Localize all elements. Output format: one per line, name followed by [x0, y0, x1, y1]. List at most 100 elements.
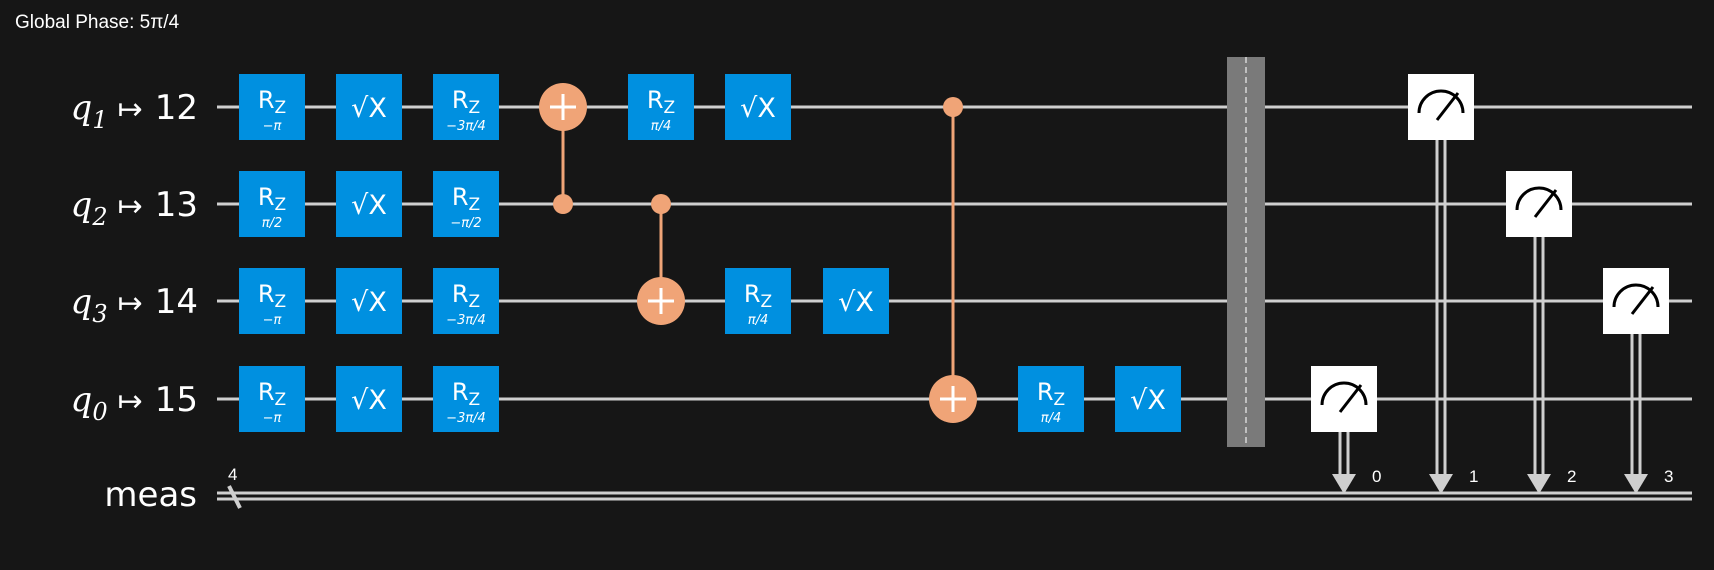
rz-gate-param: −π: [263, 313, 282, 328]
meter-arc-icon: [1515, 186, 1563, 211]
measure-box: [1408, 74, 1474, 140]
measure-arrow-icon: [1429, 474, 1453, 494]
rz-main: R: [258, 183, 275, 211]
qubit-index: 0: [92, 398, 107, 426]
rz-gate: RZπ/4: [628, 74, 694, 140]
qubit-name: q: [71, 185, 93, 225]
sx-gate: √X: [725, 74, 791, 140]
qubit-label: q0↦15: [71, 380, 198, 426]
rz-sub: Z: [469, 292, 481, 312]
rz-gate: RZπ/4: [1018, 366, 1084, 432]
rz-gate-label: RZ: [452, 280, 480, 312]
rz-sub: Z: [469, 98, 481, 118]
rz-gate: RZ−3π/4: [433, 74, 499, 140]
rz-gate: RZ−π: [239, 366, 305, 432]
rz-main: R: [258, 86, 275, 114]
qubit-name: q: [71, 282, 93, 322]
qubit-index: 2: [91, 203, 107, 231]
measure-arrow-icon: [1332, 474, 1356, 494]
mapping-arrow: ↦: [118, 92, 143, 127]
sqrt-symbol: √: [351, 190, 369, 221]
sqrt-symbol: √: [351, 287, 369, 318]
gate-box: [239, 268, 305, 334]
measure-bit-label: 0: [1372, 467, 1381, 486]
mapping-arrow: ↦: [118, 286, 143, 321]
classical-register: meas 4: [104, 465, 1692, 515]
rz-gate-param: π/4: [748, 313, 768, 328]
mapping-arrow: ↦: [118, 384, 143, 419]
rz-gate-param: −π/2: [450, 216, 481, 231]
measure-gate: [1603, 268, 1669, 334]
rz-gate: RZ−π: [239, 268, 305, 334]
measure-box: [1311, 366, 1377, 432]
gate-box: [725, 268, 791, 334]
meter-needle-icon: [1630, 286, 1655, 315]
rz-main: R: [258, 378, 275, 406]
rz-main: R: [452, 378, 469, 406]
measure-gate: [1408, 74, 1474, 140]
measure-box: [1506, 171, 1572, 237]
rz-gate-param: −3π/4: [446, 313, 486, 328]
rz-sub: Z: [275, 292, 287, 312]
gate-box: [239, 171, 305, 237]
rz-gate-param: π/2: [262, 216, 282, 231]
rz-main: R: [452, 86, 469, 114]
physical-qubit: 15: [155, 380, 198, 420]
sx-gate: √X: [336, 74, 402, 140]
qubit-label: q3↦14: [71, 282, 198, 328]
gate-box: [823, 268, 889, 334]
rz-gate-label: RZ: [258, 280, 286, 312]
rz-gate-param: −π: [263, 119, 282, 134]
gate-box: [336, 171, 402, 237]
rz-main: R: [258, 280, 275, 308]
rz-main: R: [1037, 378, 1054, 406]
sx-x: X: [757, 93, 776, 124]
rz-gate-param: −3π/4: [446, 119, 486, 134]
register-width-slash: [227, 485, 242, 509]
measure-arrow-icon: [1527, 474, 1551, 494]
rz-gate-label: RZ: [258, 86, 286, 118]
qubit-name: q: [71, 88, 93, 128]
qubit-index: 1: [92, 106, 107, 134]
rz-gate: RZπ/2: [239, 171, 305, 237]
rz-gate-label: RZ: [258, 183, 286, 215]
measure-box: [1603, 268, 1669, 334]
sx-gate-label: √X: [351, 287, 387, 318]
rz-gate: RZπ/4: [725, 268, 791, 334]
sx-gate: √X: [823, 268, 889, 334]
rz-gate-label: RZ: [744, 280, 772, 312]
rz-main: R: [452, 183, 469, 211]
sqrt-symbol: √: [1130, 385, 1148, 416]
rz-gate: RZ−3π/4: [433, 268, 499, 334]
sqrt-symbol: √: [351, 93, 369, 124]
rz-gate-label: RZ: [647, 86, 675, 118]
rz-gate-param: π/4: [1041, 411, 1061, 426]
rz-sub: Z: [1054, 390, 1066, 410]
meter-arc-icon: [1612, 283, 1660, 308]
rz-sub: Z: [761, 292, 773, 312]
rz-gate-param: π/4: [651, 119, 671, 134]
rz-main: R: [744, 280, 761, 308]
gate-box: [433, 74, 499, 140]
sx-x: X: [368, 93, 387, 124]
gates-layer: RZ−πRZπ/2RZ−πRZ−π√X√X√X√XRZ−3π/4RZ−π/2RZ…: [239, 57, 1673, 494]
classical-register-label: meas: [104, 475, 197, 515]
gate-box: [1115, 366, 1181, 432]
rz-sub: Z: [664, 98, 676, 118]
cnot-control-dot: [943, 97, 963, 117]
cnot-control-dot: [553, 194, 573, 214]
rz-gate-label: RZ: [1037, 378, 1065, 410]
physical-qubit: 13: [155, 185, 198, 225]
rz-main: R: [452, 280, 469, 308]
qubit-label: q2↦13: [71, 185, 198, 231]
rz-gate-label: RZ: [258, 378, 286, 410]
rz-gate-param: −π: [263, 411, 282, 426]
measure-bit-label: 3: [1664, 467, 1673, 486]
sx-gate: √X: [336, 268, 402, 334]
measure-arrow-icon: [1624, 474, 1648, 494]
meter-needle-icon: [1533, 189, 1558, 218]
rz-gate: RZ−3π/4: [433, 366, 499, 432]
register-width-label: 4: [228, 465, 237, 484]
